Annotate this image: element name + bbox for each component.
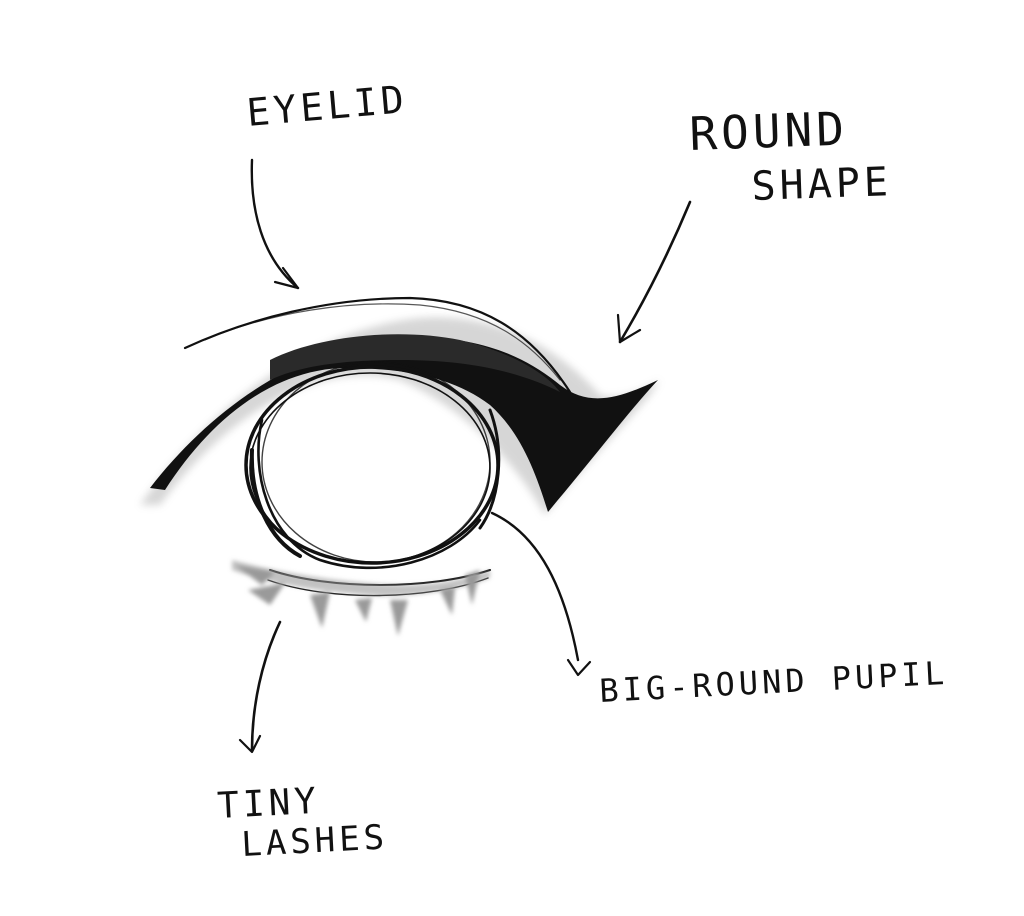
big-round-pupil-label: BIG-ROUND PUPIL — [598, 654, 948, 710]
eye-illustration — [140, 296, 660, 636]
lower-lashes — [232, 560, 490, 636]
pupil-arrow-head — [566, 658, 592, 677]
tiny-lashes-label-line2: LASHES — [240, 817, 389, 865]
upper-lid-stroke — [150, 337, 658, 512]
round-shape-arrow — [618, 200, 692, 344]
upper-lid-fill — [270, 334, 560, 392]
tiny-lashes-label-line1: TINY — [216, 781, 321, 827]
eyelid-crease-line-2 — [204, 303, 561, 381]
lashes-arrow-head — [238, 734, 262, 754]
eyelid-arrow — [250, 158, 300, 290]
round-shape-arrow-head — [616, 313, 642, 344]
round-shape-label-line2: SHAPE — [751, 159, 893, 210]
eyelid-arrow-head — [273, 266, 300, 290]
round-shape-label-line1: ROUND — [688, 101, 848, 160]
lashes-arrow — [250, 620, 282, 752]
annotation-arrows — [238, 158, 692, 754]
round-pupil — [244, 361, 501, 570]
eyelid-label: EYELID — [245, 77, 410, 135]
pupil-arrow — [490, 511, 580, 662]
